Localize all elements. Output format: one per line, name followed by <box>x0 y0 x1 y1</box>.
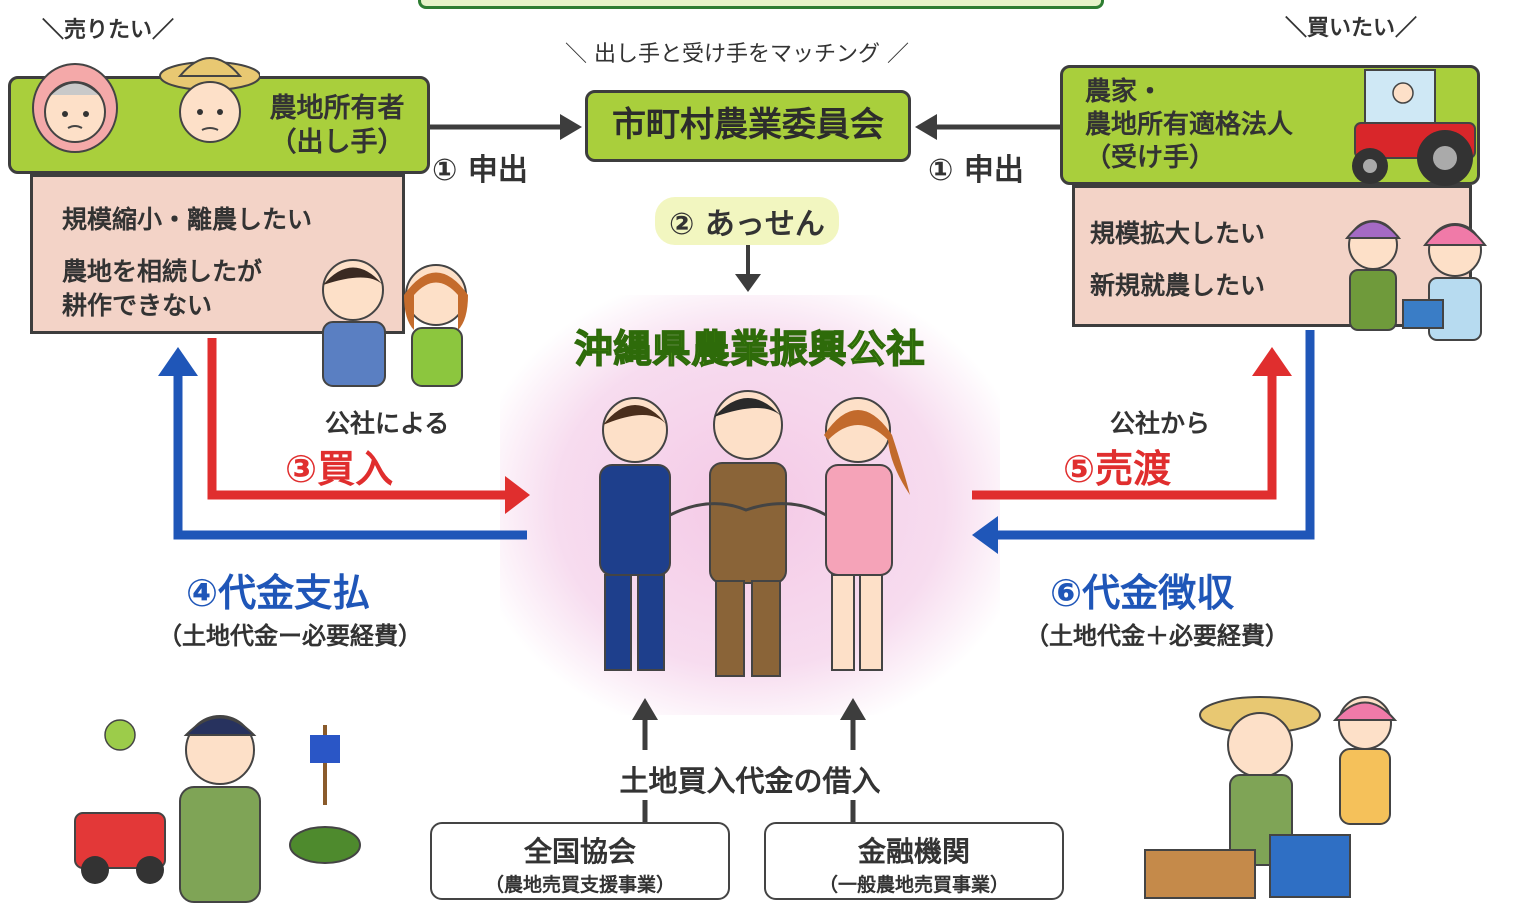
loan-national-name: 全国協会 <box>523 835 636 868</box>
arrow-sale <box>972 372 1277 500</box>
step4-label: ④代金支払 <box>186 571 371 615</box>
step2-label: ② あっせん <box>655 197 839 245</box>
buyer-wish-1: 規模拡大したい <box>1090 219 1266 248</box>
seller-title-line2: （出し手） <box>269 127 405 158</box>
seller-wish-3: 耕作できない <box>62 291 213 320</box>
seller-tag: ＼売りたい／ <box>42 18 175 43</box>
buyer-title-line3: （受け手） <box>1085 143 1216 173</box>
step5-prefix: 公社から <box>1110 409 1211 438</box>
loan-bank-name: 金融機関 <box>857 835 970 868</box>
arrow-payment <box>173 372 527 540</box>
loan-arrow-right-head <box>840 698 866 720</box>
tractor-illustration <box>1352 69 1476 186</box>
top-banner-edge <box>418 0 1104 9</box>
step3-prefix: 公社による <box>325 409 450 438</box>
buyer-wish-2: 新規就農したい <box>1090 271 1266 300</box>
step6-label: ⑥代金徴収 <box>1050 571 1235 615</box>
seller-wish-2: 農地を相続したが <box>62 257 263 286</box>
arrow-collection <box>990 330 1315 540</box>
arrow-purchase <box>207 338 515 500</box>
loan-box-bank: 金融機関 （一般農地売買事業） <box>764 822 1064 900</box>
loan-box-national: 全国協会 （農地売買支援事業） <box>430 822 730 900</box>
arrow-apply-left-head <box>560 114 582 140</box>
seller-title-line1: 農地所有者 <box>269 93 405 124</box>
corporation-title: 沖縄県農業振興公社 <box>574 326 926 372</box>
seller-wish-1: 規模縮小・離農したい <box>62 205 313 234</box>
arrow-collection-head <box>972 516 998 554</box>
loan-national-sub: （農地売買支援事業） <box>484 874 675 896</box>
step1-left: ① 申出 <box>432 153 528 188</box>
loan-bank-sub: （一般農地売買事業） <box>818 874 1009 896</box>
step6-sub: （土地代金＋必要経費） <box>1025 622 1289 650</box>
buyer-title-line1: 農家・ <box>1085 77 1164 107</box>
step4-sub: （土地代金ー必要経費） <box>158 622 422 650</box>
corporation-staff-illustration <box>599 390 910 677</box>
committee-label: 市町村農業委員会 <box>612 105 884 145</box>
arrow-mediation-head <box>735 274 761 292</box>
seller-title: 農地所有者 （出し手） <box>252 92 422 160</box>
committee-box: 市町村農業委員会 <box>585 90 911 162</box>
buyer-title: 農家・ 農地所有適格法人 （受け手） <box>1085 76 1293 175</box>
elderly-farmer-illustration <box>74 715 361 903</box>
loan-arrow-left-head <box>632 698 658 720</box>
arrow-sale-head <box>1252 347 1292 376</box>
step5-label: ⑤売渡 <box>1063 447 1172 491</box>
arrow-apply-right-head <box>915 114 937 140</box>
matching-tag: ＼ 出し手と受け手をマッチング ／ <box>565 42 909 67</box>
seller-couple-illustration <box>32 57 260 153</box>
step1-right: ① 申出 <box>928 153 1024 188</box>
buyer-newcomers-illustration <box>1344 220 1488 341</box>
arrow-purchase-head <box>505 476 530 514</box>
loan-title: 土地買入代金の借入 <box>619 764 881 798</box>
harvest-farmers-illustration <box>1144 696 1398 899</box>
buyer-tag: ＼買いたい／ <box>1285 16 1418 41</box>
arrow-payment-head <box>158 347 198 376</box>
step3-label: ③買入 <box>285 447 394 491</box>
buyer-title-line2: 農地所有適格法人 <box>1085 110 1294 140</box>
seller-heirs-illustration <box>322 259 468 387</box>
